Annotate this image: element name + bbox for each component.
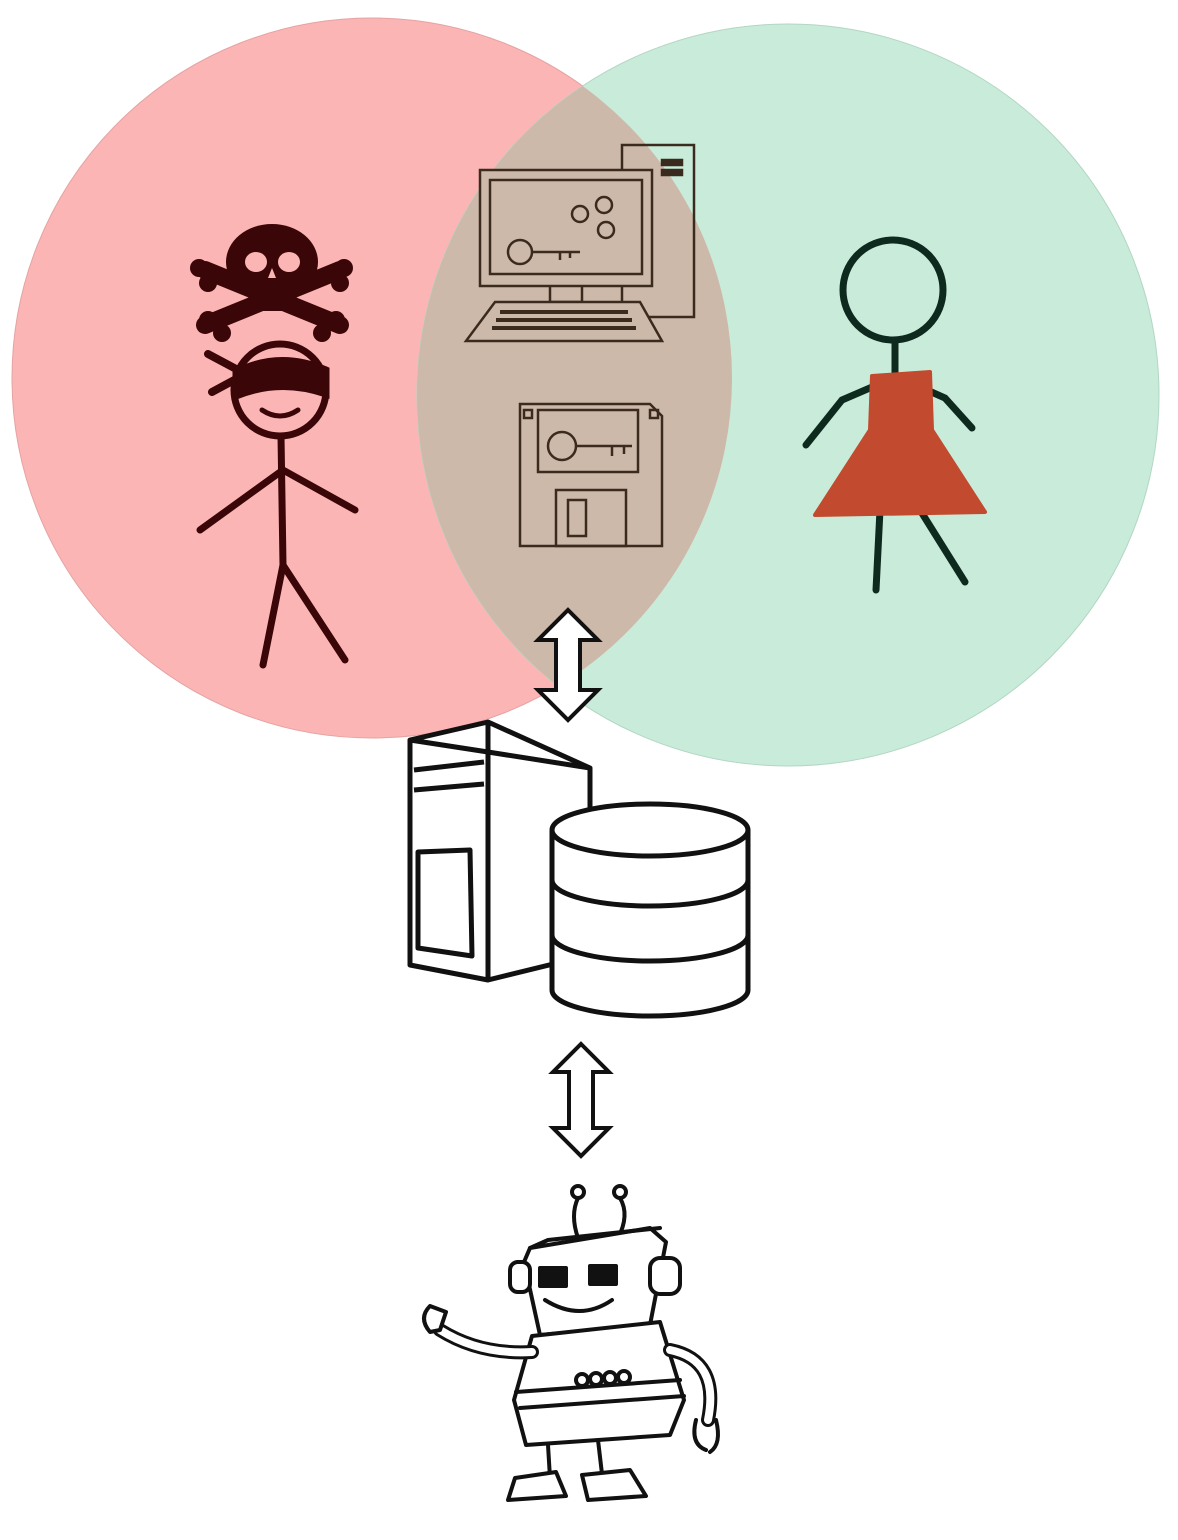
robot-icon (422, 1184, 720, 1502)
skull-crossbones-icon (190, 224, 353, 342)
masked-attacker-icon (196, 340, 359, 669)
computer-key-icon (463, 143, 696, 343)
floppy-key-icon (518, 402, 664, 548)
bidirectional-arrow-icon (533, 607, 603, 723)
bidirectional-arrow-icon (548, 1041, 614, 1159)
server-database-icon (407, 719, 751, 1019)
user-figure-icon (802, 236, 987, 594)
venn-diagram (11, 17, 1160, 767)
